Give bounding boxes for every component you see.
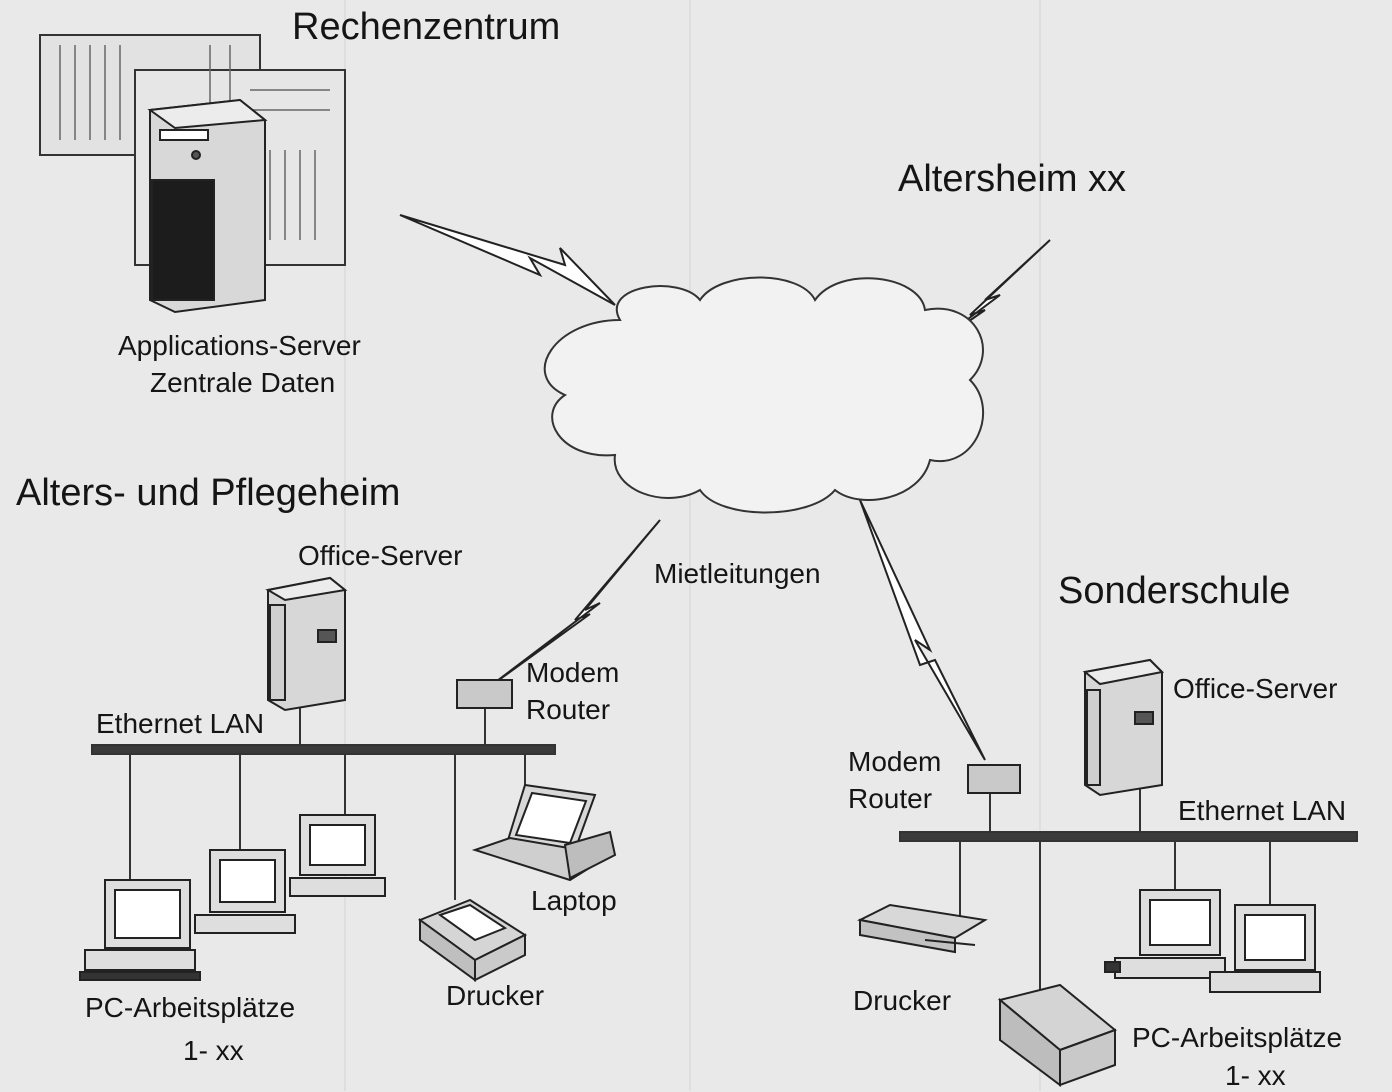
label-pc-right-count: 1- xx: [1225, 1060, 1286, 1092]
label-ethernet-left: Ethernet LAN: [96, 708, 264, 740]
label-pc-left: PC-Arbeitsplätze: [85, 992, 295, 1024]
label-office-server-left: Office-Server: [298, 540, 462, 572]
label-modem-right: Modem: [848, 746, 941, 778]
pc-right-icons: [1105, 890, 1320, 992]
label-mietleitungen: Mietleitungen: [654, 558, 821, 590]
printer-left-icon: [420, 900, 525, 980]
printer-right-icon: [860, 905, 985, 952]
label-pc-left-count: 1- xx: [183, 1035, 244, 1067]
label-router-left: Router: [526, 694, 610, 726]
office-server-left-icon: [268, 578, 345, 710]
label-rechenzentrum: Rechenzentrum: [292, 6, 560, 49]
label-altersheim: Altersheim xx: [898, 158, 1126, 201]
label-pc-right: PC-Arbeitsplätze: [1132, 1022, 1342, 1054]
label-drucker-left: Drucker: [446, 980, 544, 1012]
link-rechenzentrum-cloud: [400, 215, 615, 305]
label-drucker-right: Drucker: [853, 985, 951, 1017]
cloud-icon: [545, 278, 983, 513]
label-alters-pflegeheim: Alters- und Pflegeheim: [16, 472, 400, 515]
label-sonderschule: Sonderschule: [1058, 570, 1290, 613]
label-app-server: Applications-Server: [118, 330, 361, 362]
storage-box-icon: [1000, 985, 1115, 1085]
application-server-icon: [150, 100, 265, 312]
modem-right-icon: [968, 765, 1020, 793]
label-zentrale-daten: Zentrale Daten: [150, 367, 335, 399]
label-office-server-right: Office-Server: [1173, 673, 1337, 705]
link-cloud-sonderschule: [860, 500, 985, 760]
office-server-right-icon: [1085, 660, 1162, 795]
laptop-icon: [475, 785, 615, 880]
pc-left-icons: [80, 815, 385, 980]
label-modem-left: Modem: [526, 657, 619, 689]
label-laptop: Laptop: [531, 885, 617, 917]
label-ethernet-right: Ethernet LAN: [1178, 795, 1346, 827]
label-router-right: Router: [848, 783, 932, 815]
modem-left-icon: [457, 680, 512, 708]
